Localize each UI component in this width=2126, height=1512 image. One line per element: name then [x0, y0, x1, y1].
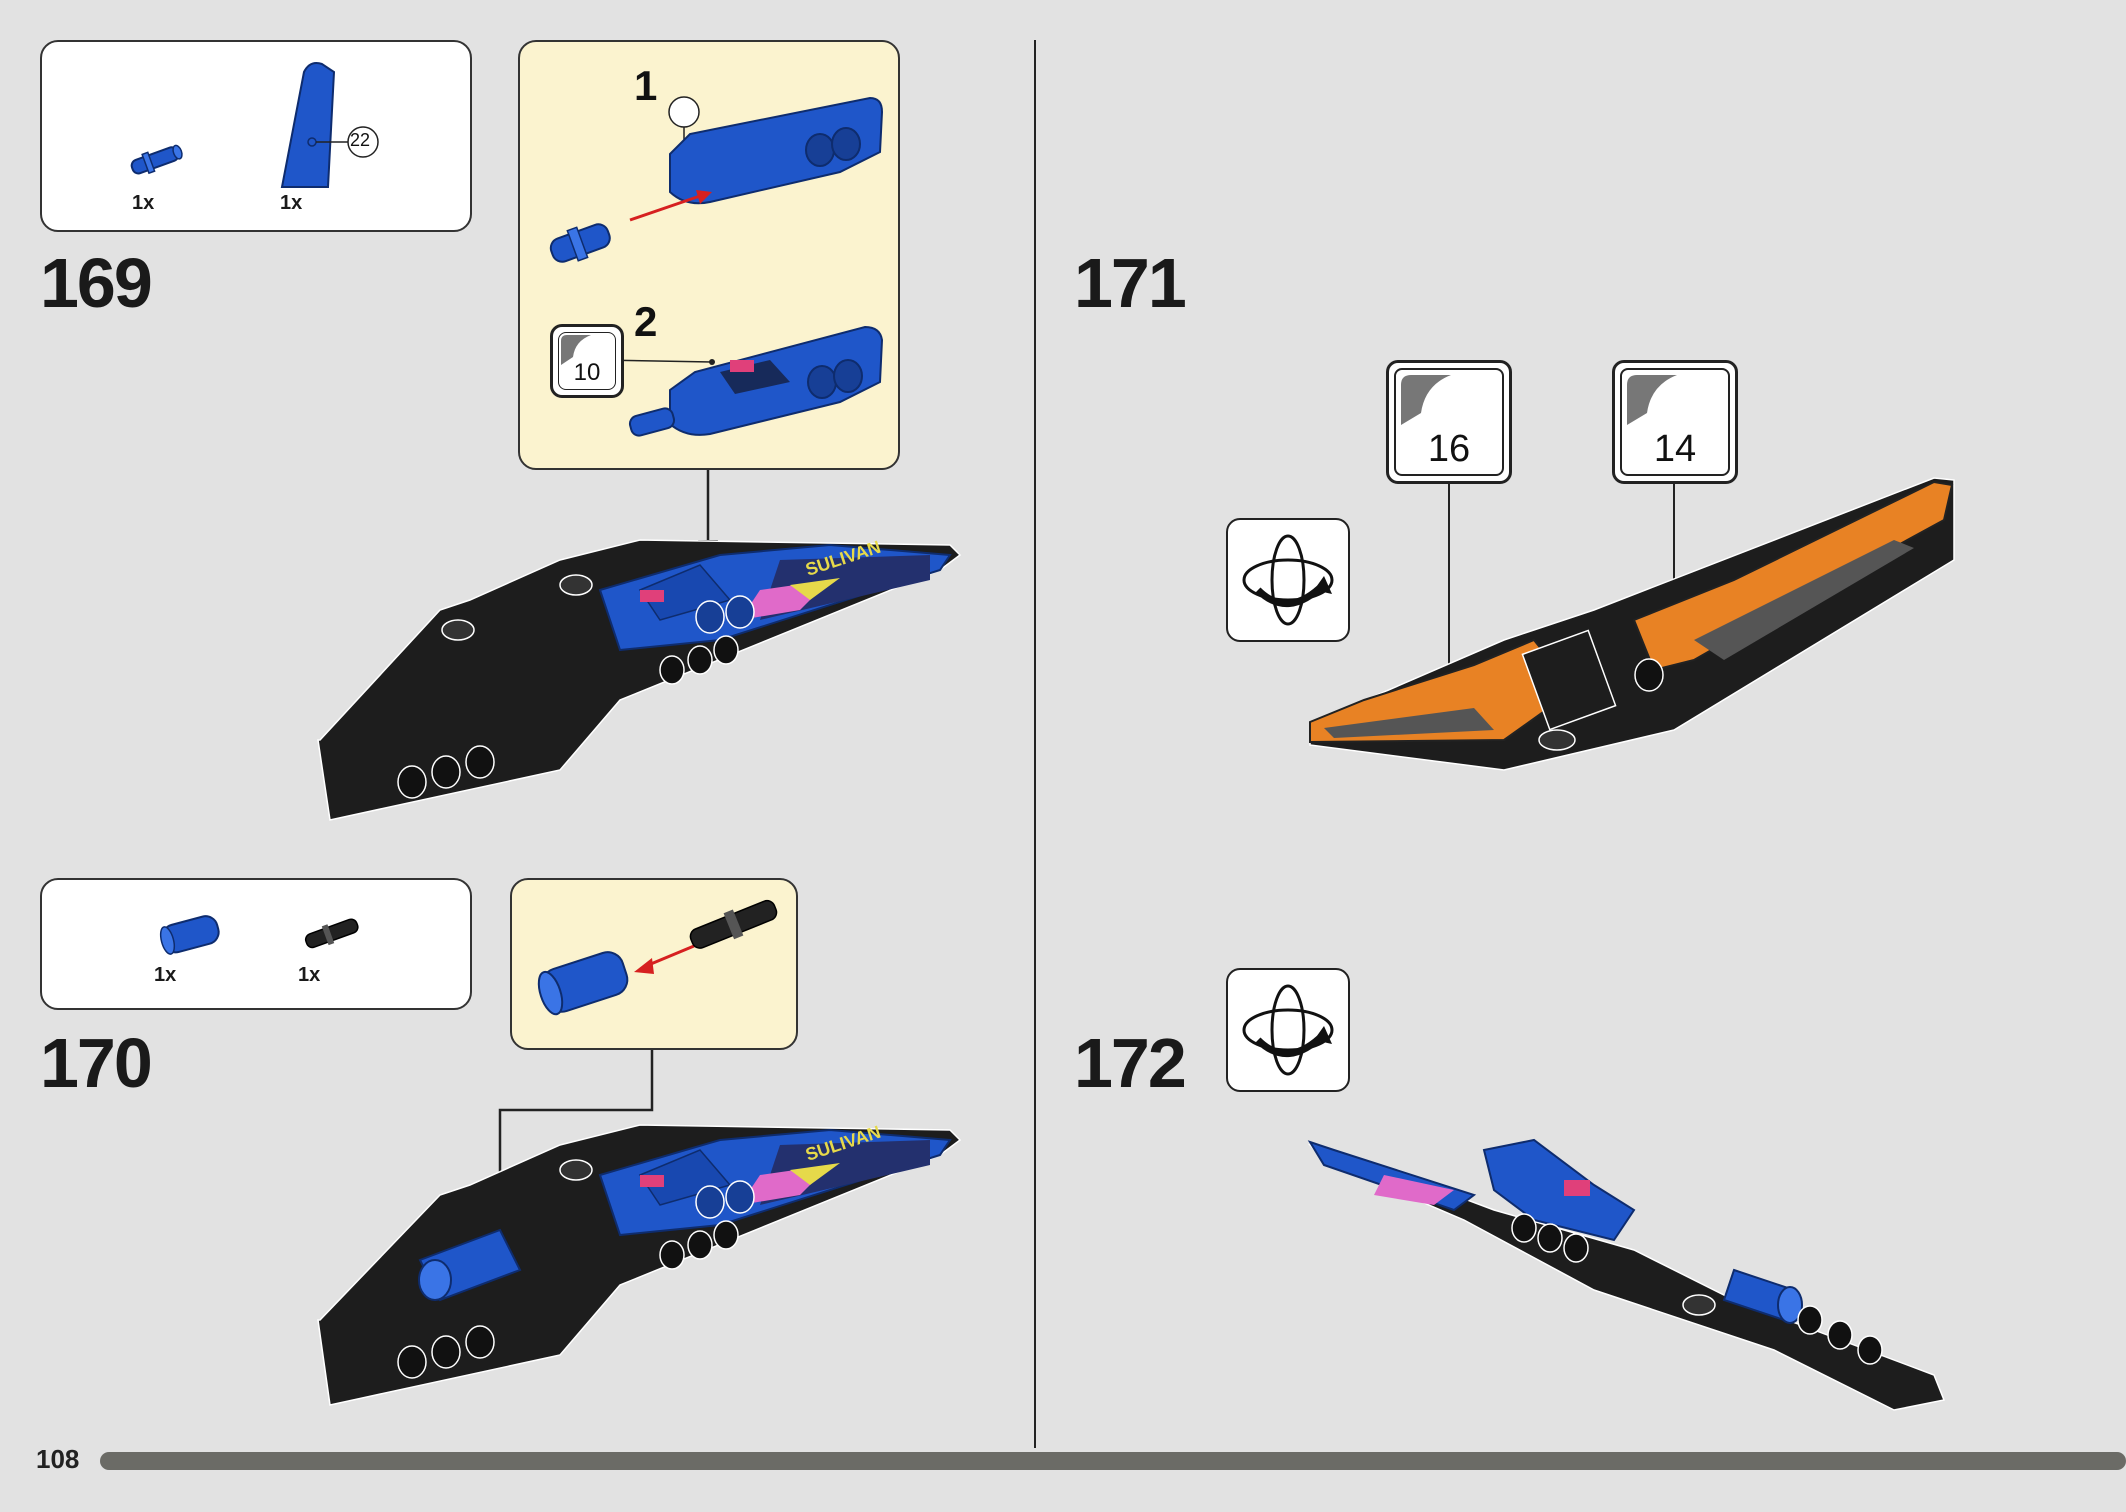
rotate-icon	[1226, 518, 1350, 642]
parts-illustration-169	[130, 62, 379, 188]
part-qty: 1x	[280, 192, 303, 214]
step-number-170: 170	[40, 1024, 153, 1102]
sticker-callout-10: 10	[550, 324, 624, 398]
sticker-number: 10	[573, 359, 601, 386]
step-number-172: 172	[1074, 1024, 1187, 1102]
progress-bar	[100, 1452, 2126, 1470]
sticker-callout-14: 14	[1612, 360, 1738, 484]
sticker-icon	[1401, 375, 1451, 425]
blue-panel-icon	[280, 62, 336, 188]
rotate-arrows-icon	[1242, 534, 1334, 626]
model-172	[1307, 1138, 1946, 1411]
rotate-arrows-icon	[1242, 984, 1334, 1076]
part-callout-22: 22	[350, 130, 371, 150]
part-qty: 1x	[132, 192, 155, 214]
sticker-icon	[561, 335, 591, 365]
black-axle-pin-icon	[304, 918, 359, 949]
part-qty: 1x	[298, 964, 321, 986]
blue-axle-pin-icon	[130, 144, 183, 175]
subassembly-illustration-170	[537, 899, 778, 1016]
parts-list-169: 22 1x 1x	[40, 40, 472, 232]
model-171	[1309, 477, 1955, 771]
step-number-169: 169	[40, 244, 153, 322]
sticker-number: 14	[1653, 428, 1697, 470]
main-illustrations-left: SULIVAN SULIVAN	[317, 470, 962, 1406]
model-169: SULIVAN	[317, 537, 962, 821]
sticker-number: 16	[1427, 428, 1471, 470]
model-170: SULIVAN	[317, 1122, 962, 1406]
main-illustrations-right	[1307, 477, 1955, 1411]
blue-connector-icon	[159, 915, 220, 955]
parts-list-170: 1x 1x	[40, 878, 472, 1010]
subassembly-170	[510, 878, 798, 1050]
substep-number-1: 1	[634, 62, 658, 109]
parts-illustration-170	[159, 915, 359, 955]
subassembly-169: 1 2 10	[518, 40, 900, 470]
step-number-171: 171	[1074, 244, 1187, 322]
subassembly-illustration-169	[549, 96, 884, 437]
sticker-icon	[1627, 375, 1677, 425]
sticker-callout-16: 16	[1386, 360, 1512, 484]
part-qty: 1x	[154, 964, 177, 986]
page-divider	[1034, 40, 1036, 1448]
page-number: 108	[36, 1444, 80, 1474]
rotate-icon	[1226, 968, 1350, 1092]
substep-number-2: 2	[634, 298, 658, 345]
